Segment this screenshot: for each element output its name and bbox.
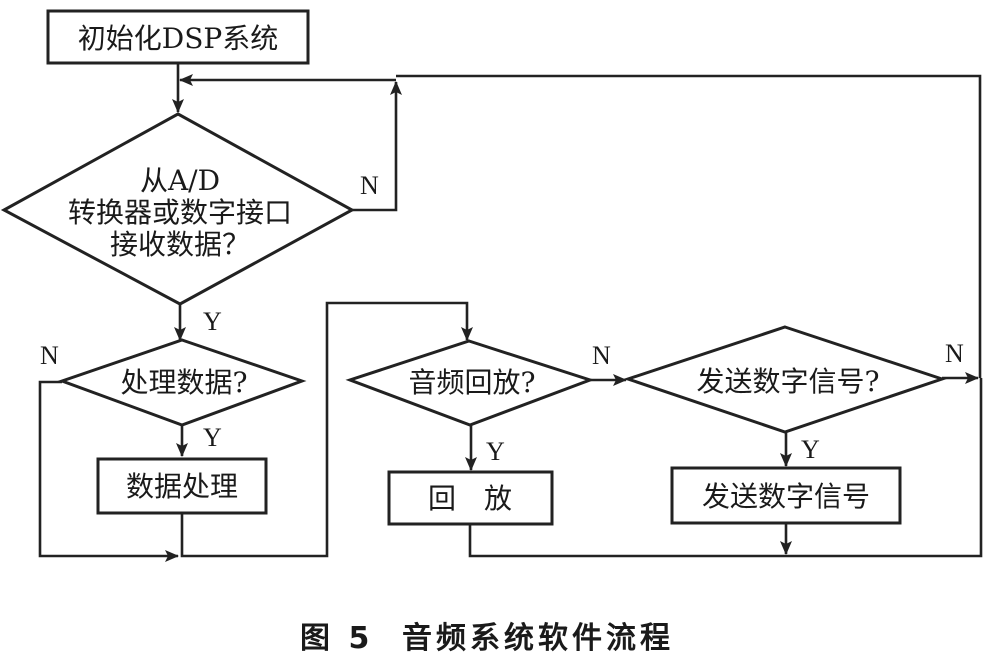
- process-node: 数据处理: [96, 457, 268, 515]
- receive-label-line3: 接收数据？: [110, 228, 250, 261]
- playback-yes-label: Y: [486, 437, 505, 466]
- receive-yes-label: Y: [203, 307, 222, 336]
- playback-no-label: N: [592, 341, 611, 370]
- edge-bottom-return: [468, 378, 983, 558]
- process-no-label: N: [40, 341, 59, 370]
- edge-loop-top: [396, 74, 982, 378]
- send-decision-node: 发送数字信号?: [623, 325, 947, 434]
- process-decision-label: 处理数据?: [120, 366, 247, 399]
- send-no-label: N: [945, 339, 964, 368]
- figure-number: 图 5: [300, 621, 373, 656]
- send-decision-label: 发送数字信号?: [696, 365, 879, 398]
- process-yes-label: Y: [203, 423, 222, 452]
- playback-node-label: 回 放: [428, 482, 512, 515]
- send-yes-label: Y: [801, 435, 820, 464]
- process-decision-node: 处理数据?: [57, 338, 307, 427]
- edge-receive-no: [352, 81, 402, 212]
- playback-decision-label: 音频回放?: [408, 366, 535, 399]
- send-node-label: 发送数字信号: [702, 480, 870, 513]
- edge-process-to-playback: [180, 301, 473, 558]
- process-node-label: 数据处理: [126, 470, 238, 503]
- receive-decision-node: 从A/D 转换器或数字接口 接收数据？: [0, 112, 356, 306]
- receive-label-line2: 转换器或数字接口: [68, 196, 292, 229]
- playback-decision-node: 音频回放?: [345, 339, 595, 427]
- playback-node: 回 放: [387, 470, 554, 526]
- figure-title: 音频系统软件流程: [402, 621, 674, 656]
- receive-no-label: N: [360, 171, 379, 200]
- send-node: 发送数字信号: [670, 466, 902, 525]
- receive-label-line1: 从A/D: [140, 164, 220, 197]
- init-node-label: 初始化DSP系统: [78, 22, 278, 55]
- init-node: 初始化DSP系统: [46, 9, 310, 65]
- edge-process-no: [38, 380, 179, 562]
